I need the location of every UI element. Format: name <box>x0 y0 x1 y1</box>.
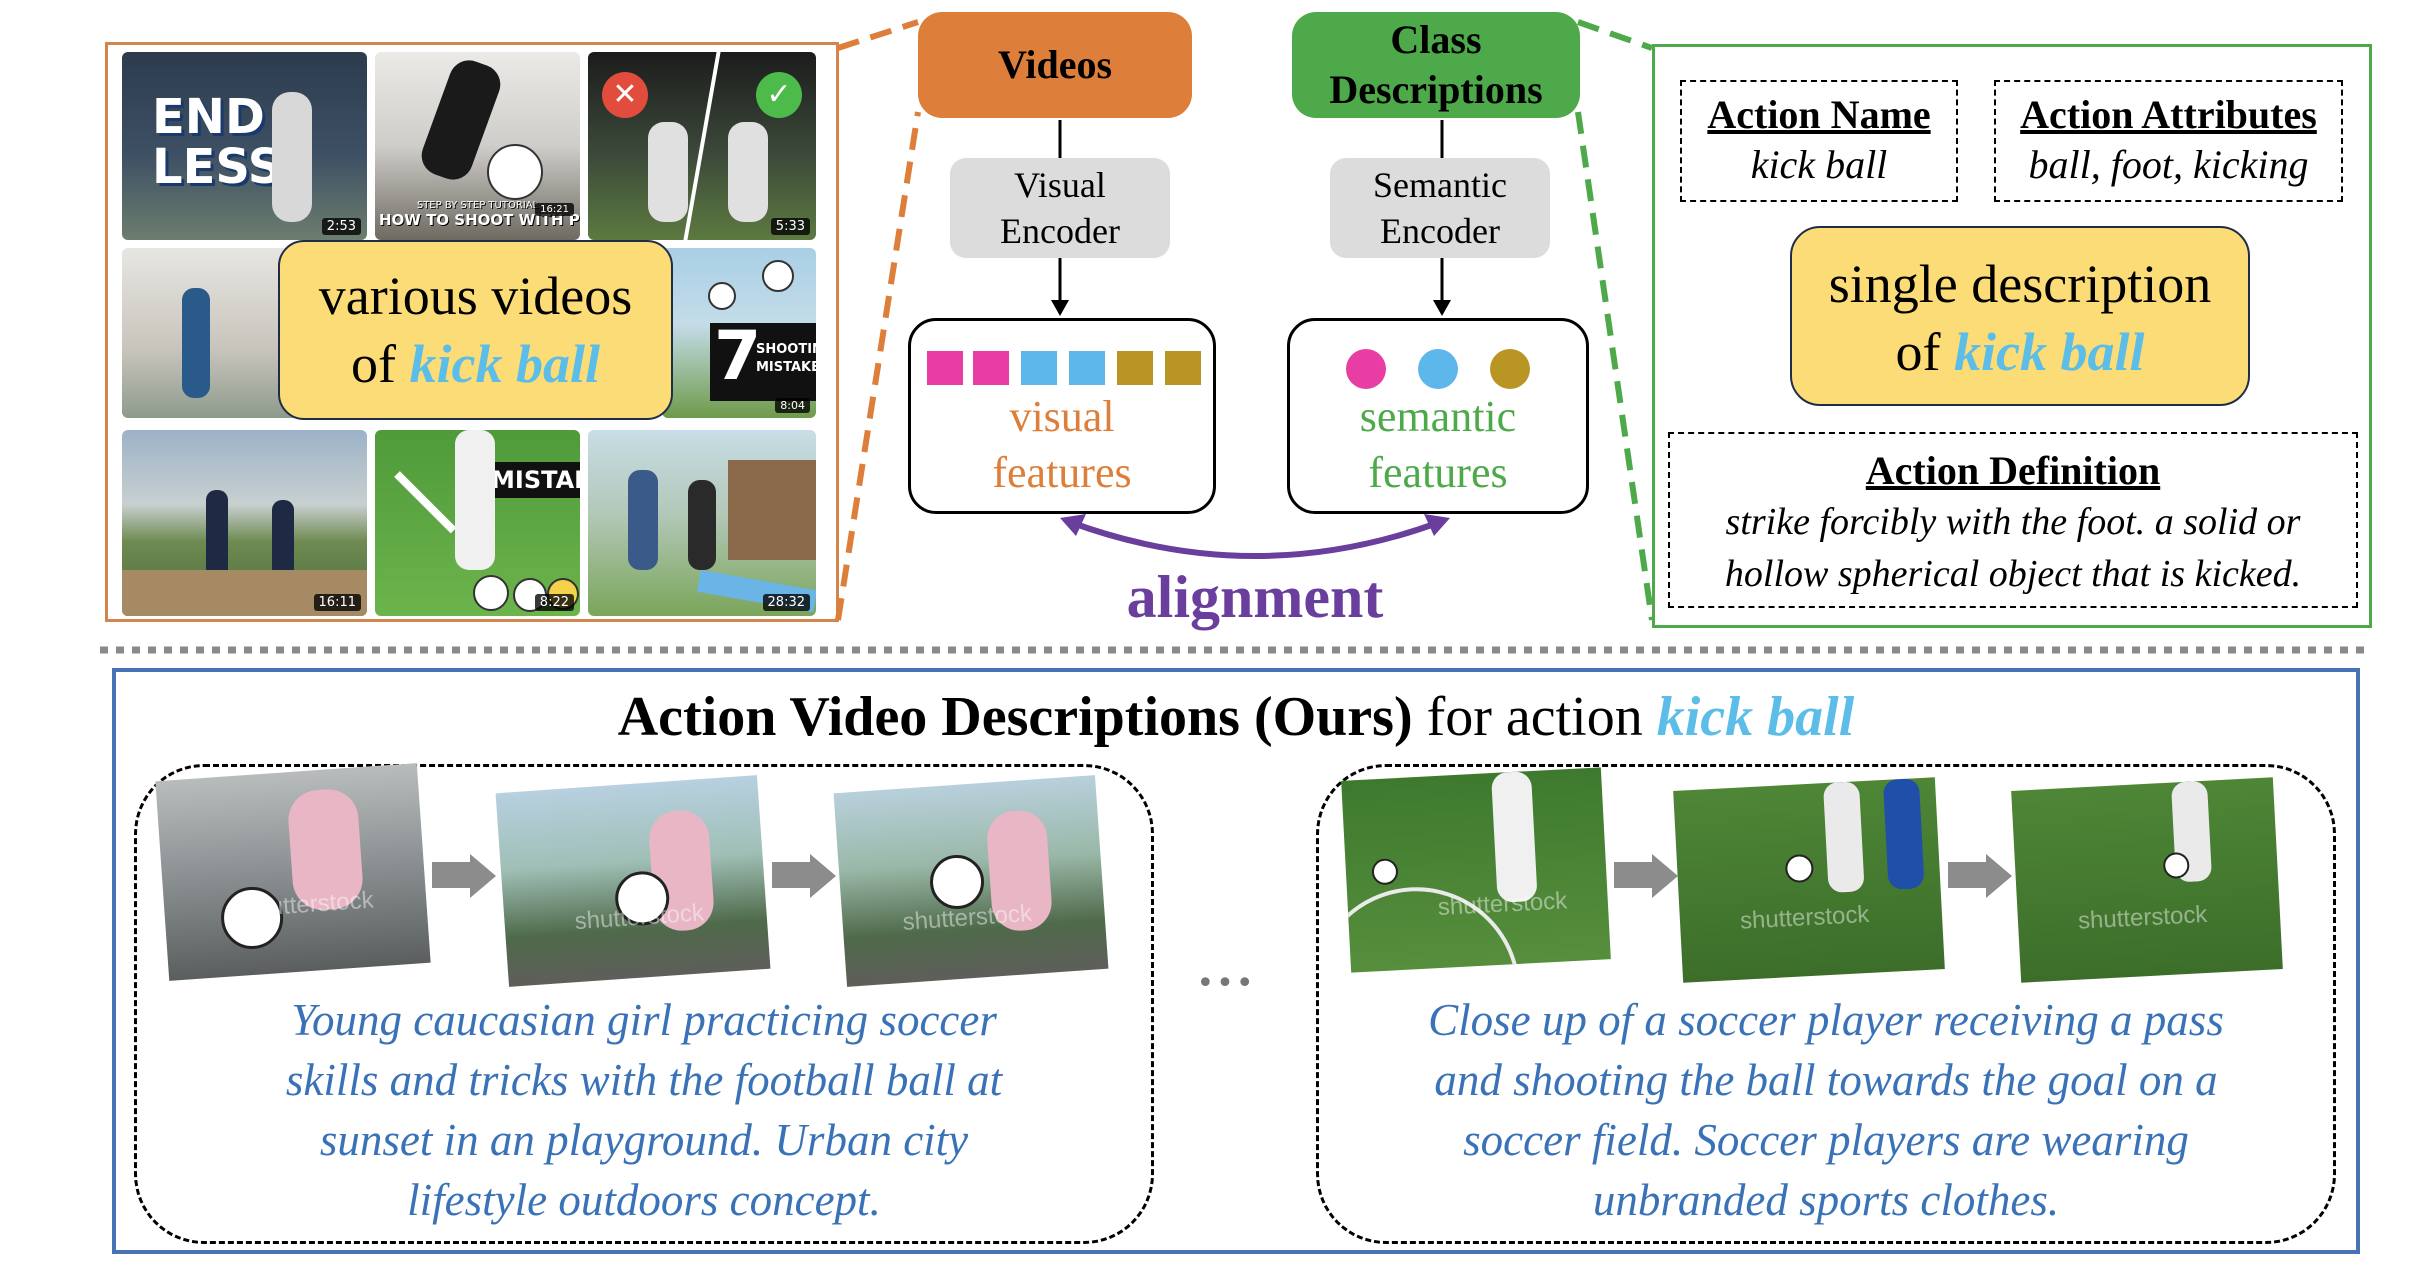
class-descriptions-box: Class Descriptions <box>1292 12 1580 118</box>
player-figure <box>272 500 294 580</box>
wrong-icon: ✕ <box>602 72 648 118</box>
bottom-title: Action Video Descriptions (Ours) for act… <box>617 686 1855 748</box>
visual-features-box: visual features <box>908 318 1216 514</box>
example-1-box <box>134 764 1154 1244</box>
action-video-descriptions-panel <box>112 668 2360 1254</box>
soccer-ball <box>473 575 509 611</box>
player-figure <box>648 122 688 222</box>
semantic-features-label: semantic features <box>1359 392 1517 497</box>
player-figure <box>1882 778 1925 890</box>
soccer-ball <box>487 144 543 200</box>
video-thumbnail-7: MISTAKES 8:22 <box>375 430 580 616</box>
action-definition-box: Action Definition strike forcibly with t… <box>1668 432 2358 608</box>
video-duration: 2:53 <box>321 218 361 235</box>
arrow-right-icon <box>1986 854 2012 898</box>
watermark: shutterstock <box>1739 900 1870 935</box>
soccer-ball <box>1371 858 1399 886</box>
correct-icon: ✓ <box>756 72 802 118</box>
action-attributes-box: Action Attributes ball, foot, kicking <box>1994 80 2343 202</box>
arrow-right-icon <box>470 854 496 898</box>
action-name-value: kick ball <box>1750 142 1888 187</box>
arrow-right-icon <box>1614 862 1654 888</box>
video-thumbnail-8: 28:32 <box>588 430 816 616</box>
player-figure <box>1490 770 1538 903</box>
single-description-label: single description of kick ball <box>1790 226 2250 406</box>
video-thumbnail-1: END LESS 2:53 <box>122 52 367 240</box>
semantic-encoder: Semantic Encoder <box>1330 158 1550 258</box>
feature-token-sky <box>1021 351 1057 385</box>
example-2-frame-3: shutterstock <box>2011 777 2283 983</box>
feature-token-sky <box>1418 349 1458 389</box>
action-definition-title: Action Definition <box>1865 448 2161 493</box>
watermark: shutterstock <box>1437 887 1568 922</box>
various-videos-label: various videos of kick ball <box>278 240 673 420</box>
player-figure <box>1822 781 1865 893</box>
arrow-right-icon <box>432 862 472 888</box>
feature-token-sky <box>1069 351 1105 385</box>
arrow-right-icon <box>1948 862 1988 888</box>
video-thumbnail-3: ✕ ✓ 5:33 <box>588 52 816 240</box>
example-2-frame-1: shutterstock <box>1341 767 1611 973</box>
video-collage <box>105 42 839 622</box>
player-figure <box>728 122 768 222</box>
mistakes-label: MISTAKES <box>485 462 580 498</box>
example-2-box <box>1316 764 2336 1244</box>
player-leg <box>455 430 495 570</box>
shooting-mistakes-badge: 7 SHOOTING MISTAKES <box>710 317 816 401</box>
action-name-title: Action Name <box>1707 92 1931 137</box>
video-duration: 5:33 <box>770 218 810 235</box>
player-figure <box>182 288 210 398</box>
video-thumbnail-6: 16:11 <box>122 430 367 616</box>
feature-token-magenta <box>973 351 1009 385</box>
example-2-description: Close up of a soccer player receiving a … <box>1428 995 2224 1225</box>
soccer-ball <box>762 260 794 292</box>
arrow-right-icon <box>772 862 812 888</box>
video-thumbnail-1-title: END LESS <box>152 89 283 195</box>
fence <box>728 460 816 560</box>
feature-token-olive <box>1117 351 1153 385</box>
watermark: shutterstock <box>901 899 1033 936</box>
player-figure <box>206 490 228 580</box>
example-1-frame-3: shutterstock <box>833 775 1109 987</box>
player-figure <box>628 470 658 570</box>
example-1-description: Young caucasian girl practicing soccer s… <box>285 995 1003 1225</box>
arrow-right-icon <box>1652 854 1678 898</box>
video-duration: 16:21 <box>535 203 574 216</box>
class-descriptions-panel <box>1652 44 2372 628</box>
feature-token-magenta <box>1346 349 1386 389</box>
action-attributes-title: Action Attributes <box>2020 92 2317 137</box>
video-duration: 8:04 <box>775 398 810 413</box>
video-duration: 16:11 <box>313 594 361 611</box>
player-figure <box>688 480 716 570</box>
video-thumbnail-2: STEP BY STEP TUTORIAL HOW TO SHOOT WITH … <box>375 52 580 240</box>
video-duration: 28:32 <box>762 594 810 611</box>
videos-box: Videos <box>918 12 1192 118</box>
soccer-ball <box>708 282 736 310</box>
visual-encoder: Visual Encoder <box>950 158 1170 258</box>
video-thumbnail-5: 7 SHOOTING MISTAKES 8:04 <box>662 248 816 418</box>
watermark: shutterstock <box>573 899 705 936</box>
ellipsis: ••• <box>1196 966 1256 1001</box>
semantic-features-box: semantic features <box>1287 318 1589 514</box>
soccer-ball <box>928 853 986 911</box>
watermark: shutterstock <box>2077 900 2208 935</box>
video-thumbnail-2-caption: STEP BY STEP TUTORIAL HOW TO SHOOT WITH … <box>379 200 580 229</box>
feature-token-olive <box>1490 349 1530 389</box>
player-figure <box>272 92 312 222</box>
action-definition-line: hollow spherical object that is kicked. <box>1724 553 2302 595</box>
alignment-label: alignment <box>1126 564 1384 630</box>
action-attributes-value: ball, foot, kicking <box>2028 142 2309 187</box>
soccer-ball <box>1784 853 1815 884</box>
visual-features-label: visual features <box>992 392 1132 497</box>
action-definition-line: strike forcibly with the foot. a solid o… <box>1725 501 2301 543</box>
feature-token-magenta <box>927 351 963 385</box>
example-1-frame-2: shutterstock <box>495 775 771 987</box>
feature-token-olive <box>1165 351 1201 385</box>
action-name-box: Action Name kick ball <box>1680 80 1958 202</box>
arrow-right-icon <box>810 854 836 898</box>
video-duration: 8:22 <box>534 594 574 611</box>
example-1-frame-1: shutterstock <box>155 763 431 981</box>
example-2-frame-2: shutterstock <box>1673 777 1945 983</box>
